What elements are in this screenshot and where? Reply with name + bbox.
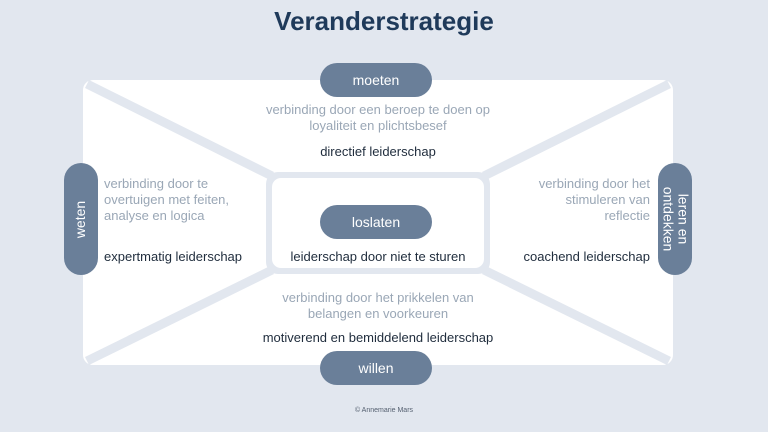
page-title: Veranderstrategie — [274, 6, 494, 36]
divider-bottom-right — [482, 265, 671, 366]
moeten-description: verbinding door een beroep te doen op lo… — [265, 102, 491, 133]
divider-bottom-left — [85, 265, 274, 366]
willen-pill: willen — [320, 351, 432, 385]
leren-description: verbinding door het stimuleren van refle… — [538, 176, 650, 223]
weten-label: weten — [72, 200, 89, 238]
copyright-credit: © Annemarie Mars — [354, 407, 414, 414]
weten-pill: weten — [64, 163, 98, 275]
expertmatig-leiderschap: expertmatig leiderschap — [104, 249, 243, 264]
loslaten-label: loslaten — [351, 214, 401, 230]
moeten-label: moeten — [352, 72, 400, 88]
leiderschap-niet-sturen: leiderschap door niet te sturen — [290, 249, 466, 264]
leren-ontdekken-label: leren en ontdekken — [660, 186, 692, 252]
moeten-pill: moeten — [320, 63, 432, 97]
directief-leiderschap: directief leiderschap — [320, 144, 436, 159]
motiverend-leiderschap: motiverend en bemiddelend leiderschap — [262, 330, 494, 345]
coachend-leiderschap: coachend leiderschap — [523, 249, 650, 264]
divider-top-left — [84, 79, 275, 181]
divider-top-right — [481, 79, 672, 181]
weten-description: verbinding door te overtuigen met feiten… — [104, 176, 230, 223]
diagonal-dividers — [84, 79, 672, 366]
willen-description: verbinding door het prikkelen van belang… — [282, 290, 474, 321]
willen-label: willen — [358, 360, 394, 376]
leren-ontdekken-pill: leren en ontdekken — [658, 163, 692, 275]
loslaten-pill: loslaten — [320, 205, 432, 239]
